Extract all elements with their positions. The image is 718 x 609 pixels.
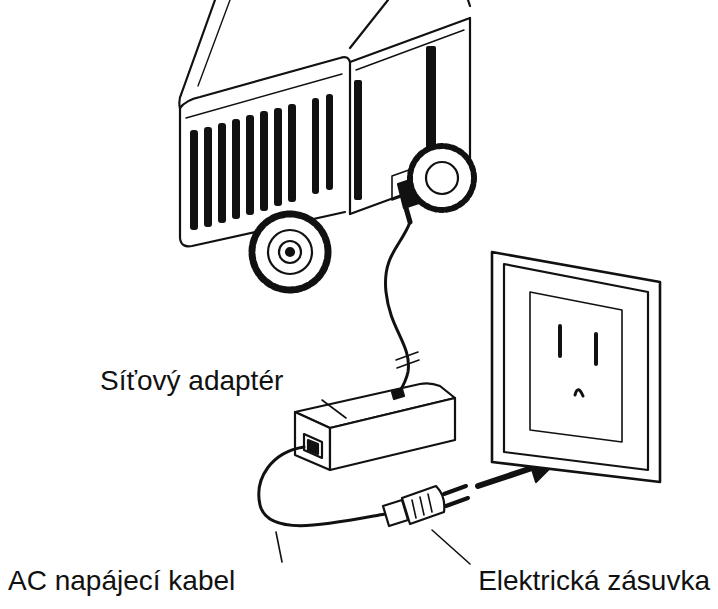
wall-socket	[492, 252, 660, 482]
cooler-body	[179, 0, 470, 246]
part-label: AC napájecí kabel	[8, 566, 235, 597]
break-mark	[396, 352, 419, 368]
power-adapter	[295, 383, 455, 470]
wheels	[252, 146, 474, 290]
vent-slots	[190, 46, 436, 230]
ac-cable	[259, 447, 385, 526]
leader-lines	[276, 400, 470, 564]
part-label: Elektrická zásuvka	[478, 566, 710, 597]
part-label: Síťový adaptér	[100, 366, 283, 397]
mains-plug	[383, 486, 468, 526]
